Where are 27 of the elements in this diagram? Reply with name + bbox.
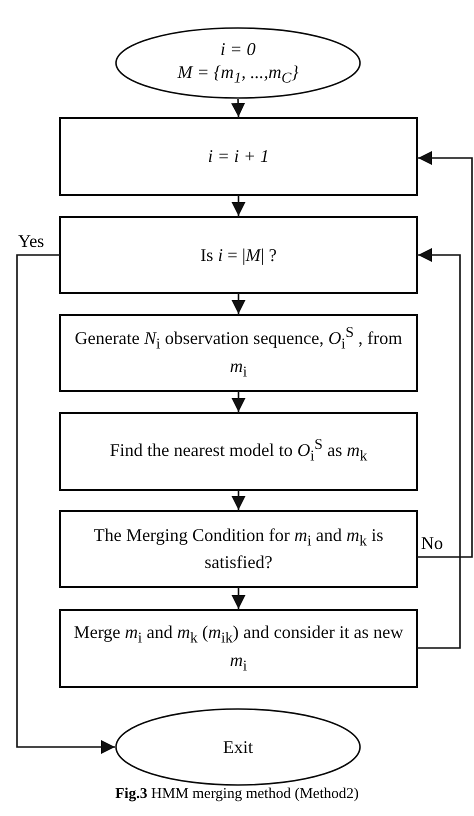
- arrow: [232, 491, 246, 510]
- node-text: Generate N$_{i}$ observation sequence, O$_{i}$$^{S}$ , from m$_{i}$: [74, 324, 404, 382]
- node-text: The Merging Condition for m$_{i}$ and m$_{k}$ is satisfied?: [92, 524, 384, 574]
- terminal-ellipse: [115, 708, 361, 786]
- node-text: i = 0: [220, 38, 256, 61]
- process-box: [59, 117, 418, 196]
- terminal-ellipse: [115, 27, 361, 99]
- process-box: [59, 314, 418, 392]
- arrow: [418, 151, 473, 558]
- node-text: Is i = |M| ?: [200, 244, 277, 266]
- arrow: [16, 254, 115, 754]
- arrow: [418, 248, 461, 649]
- arrow: [231, 98, 246, 118]
- arrow: [232, 588, 246, 609]
- process-box: [59, 609, 418, 688]
- node-text: Exit: [223, 736, 253, 758]
- figure-caption: Fig.3 HMM merging method (Method2): [114, 786, 360, 803]
- process-box: [59, 510, 418, 588]
- node-text: Merge m$_{i}$ and m$_{k}$ (m$_{ik}$) and consider it as new m$_{i}$: [72, 621, 404, 676]
- arrow: [232, 294, 246, 314]
- process-box: [59, 412, 418, 491]
- node-text: i = i + 1: [208, 145, 270, 168]
- arrow: [232, 392, 246, 412]
- arrow: [232, 196, 246, 216]
- node-text: Find the nearest model to O$_{i}$$^{S}$ as m$_{k}$: [110, 436, 368, 467]
- node-text: M = {m$_{1}$, ...,m$_{C}$}: [177, 60, 299, 88]
- process-box: [59, 216, 418, 294]
